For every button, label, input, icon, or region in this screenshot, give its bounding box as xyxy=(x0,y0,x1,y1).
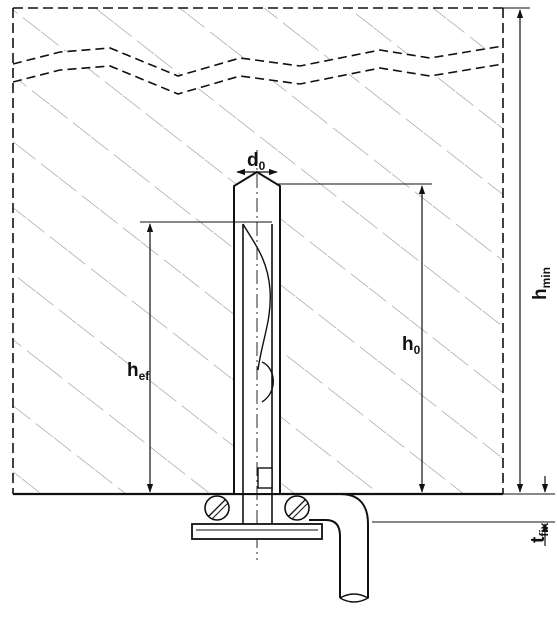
break-line-upper xyxy=(12,45,504,77)
base-plate xyxy=(191,523,323,540)
washer-right-hatch-2 xyxy=(291,502,309,520)
bolt-sleeve-slot xyxy=(257,467,273,489)
break-line-lower xyxy=(12,63,504,95)
h0-label: h0 xyxy=(402,334,421,357)
dimension-hmin: hmin xyxy=(503,7,555,495)
washer-right-hatch xyxy=(288,499,306,517)
bent-bar-end xyxy=(339,593,370,603)
dimension-tfix: tfix xyxy=(372,476,555,546)
break-band xyxy=(13,46,503,94)
anchor-bolt xyxy=(242,150,274,560)
hef-label: hef xyxy=(127,360,150,383)
bent-bar xyxy=(309,493,369,598)
hmin-label: hmin xyxy=(530,267,553,300)
expansion-clip xyxy=(261,361,274,403)
dimension-hef: hef xyxy=(127,221,272,493)
fixture-assembly xyxy=(191,493,370,603)
dimension-d0: d0 xyxy=(236,150,278,176)
tfix-label: tfix xyxy=(528,522,551,543)
washer-left-hatch-2 xyxy=(211,502,229,520)
bolt-cone xyxy=(242,223,271,371)
washer-left-hatch xyxy=(208,499,226,517)
dimension-h0: h0 xyxy=(278,183,432,493)
d0-label: d0 xyxy=(247,150,266,173)
